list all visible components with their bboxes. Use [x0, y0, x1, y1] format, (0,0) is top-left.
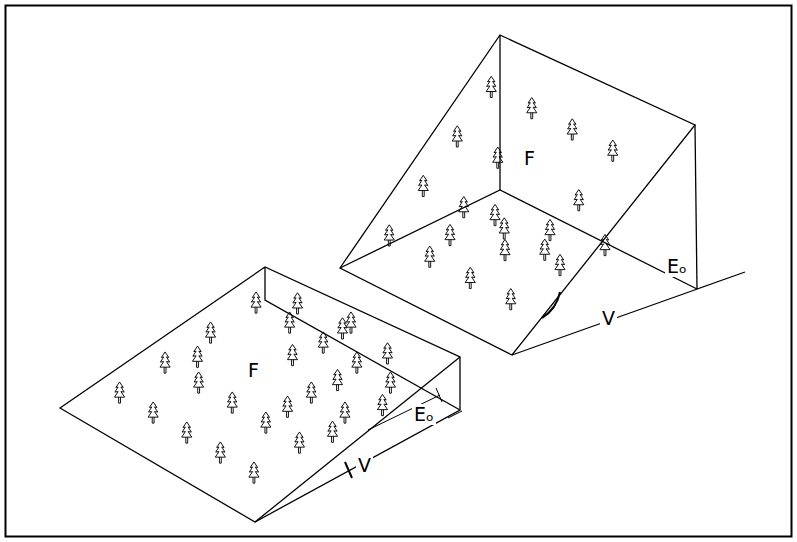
tree-symbol: [294, 432, 304, 453]
tree-symbol: [282, 396, 292, 417]
tree-symbol: [445, 224, 455, 245]
frame: [6, 6, 792, 537]
tree-symbol: [574, 190, 584, 211]
tree-symbol: [287, 344, 297, 365]
tree-symbol: [340, 402, 350, 423]
right-wedge: [340, 35, 745, 355]
height-label: Eₒ: [412, 404, 436, 425]
tree-symbol: [249, 462, 259, 483]
tree-symbol: [545, 219, 555, 240]
left-slope: [60, 267, 462, 522]
tree-symbol: [500, 239, 510, 260]
tree-symbol: [205, 322, 215, 343]
face-label: F: [246, 360, 261, 381]
height-label: Eₒ: [665, 256, 689, 277]
tree-symbol: [465, 267, 475, 288]
tree-symbol: [160, 352, 170, 373]
tree-symbol: [490, 204, 500, 225]
tree-pattern: [114, 76, 617, 483]
tree-symbol: [182, 422, 192, 443]
tree-symbol: [148, 402, 158, 423]
face-label: F: [522, 148, 537, 169]
tree-symbol: [327, 421, 337, 442]
tree-symbol: [352, 352, 362, 373]
tree-symbol: [194, 372, 204, 393]
tree-symbol: [261, 412, 271, 433]
tree-symbol: [382, 343, 392, 364]
angle-label: V: [356, 455, 373, 476]
tree-symbol: [506, 289, 516, 310]
tree-symbol: [346, 312, 356, 333]
tree-symbol: [493, 147, 503, 168]
tree-symbol: [425, 246, 435, 267]
tree-symbol: [306, 382, 316, 403]
tree-symbol: [192, 346, 202, 367]
tree-symbol: [527, 98, 537, 119]
tree-symbol: [608, 140, 618, 161]
tree-symbol: [555, 254, 565, 275]
tree-symbol: [567, 119, 577, 140]
tree-symbol: [540, 239, 550, 260]
tree-symbol: [332, 369, 342, 390]
tree-symbol: [227, 392, 237, 413]
tree-symbol: [251, 292, 261, 313]
tree-symbol: [114, 382, 124, 403]
angle-label: V: [600, 308, 617, 329]
tree-symbol: [215, 442, 225, 463]
tree-symbol: [418, 175, 428, 196]
tree-symbol: [337, 318, 347, 339]
tree-symbol: [452, 126, 462, 147]
tree-symbol: [385, 372, 395, 393]
tree-symbol: [285, 312, 295, 333]
tree-symbol: [377, 394, 387, 415]
tree-symbol: [292, 293, 302, 314]
tree-symbol: [499, 218, 509, 239]
tree-symbol: [486, 76, 496, 97]
